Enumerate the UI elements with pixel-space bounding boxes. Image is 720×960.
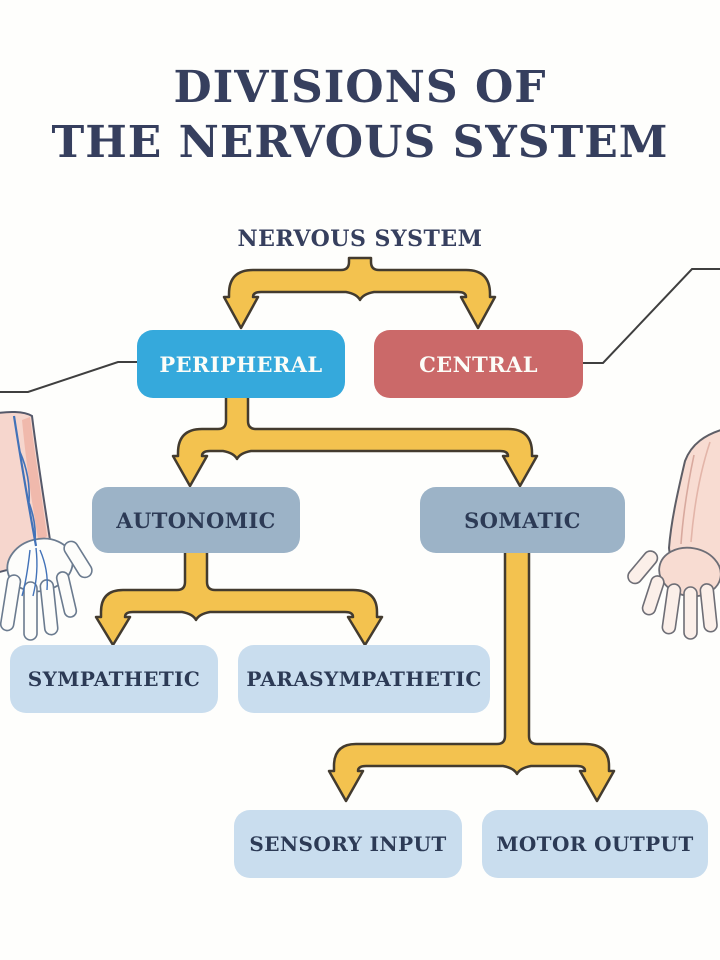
node-somatic-label: SOMATIC: [464, 507, 581, 533]
left-arm-illustration: [0, 410, 93, 641]
right-finger-shape: [641, 575, 665, 616]
left-finger-shape: [39, 579, 59, 636]
node-nervous-system: NERVOUS SYSTEM: [237, 226, 483, 252]
right-forearm-contour-line: [680, 454, 695, 545]
node-sympathetic: SYMPATHETIC: [10, 645, 218, 713]
node-peripheral: PERIPHERAL: [137, 330, 345, 398]
node-sensory-input-label: SENSORY INPUT: [249, 832, 447, 856]
node-sensory-input: SENSORY INPUT: [234, 810, 462, 878]
right-thumb-shape: [627, 550, 659, 585]
node-peripheral-label: PERIPHERAL: [159, 351, 323, 377]
branch-arrow-nervous-system: [222, 256, 497, 330]
left-finger-shape: [23, 581, 38, 641]
right-arm-illustration: [627, 429, 720, 640]
node-parasympathetic-label: PARASYMPATHETIC: [246, 667, 482, 691]
left-arm-nerve-lines: [12, 415, 48, 597]
page-title-line2: THE NERVOUS SYSTEM: [51, 117, 669, 168]
left-finger-shape: [55, 571, 78, 618]
node-somatic: SOMATIC: [420, 487, 625, 553]
node-autonomic-label: AUTONOMIC: [116, 507, 276, 533]
left-thumb-shape: [63, 540, 93, 579]
page-title-line1: DIVISIONS OF: [173, 62, 547, 113]
left-forearm-muscle-shape: [22, 417, 47, 544]
node-motor-output: MOTOR OUTPUT: [482, 810, 708, 878]
node-central: CENTRAL: [374, 330, 583, 398]
node-parasympathetic: PARASYMPATHETIC: [238, 645, 490, 713]
right-finger-shape: [699, 583, 718, 633]
node-sympathetic-label: SYMPATHETIC: [27, 667, 201, 691]
node-central-label: CENTRAL: [419, 351, 538, 377]
leader-line-central-to-right-body: [583, 268, 720, 364]
branch-arrow-autonomic: [94, 549, 384, 647]
node-autonomic: AUTONOMIC: [92, 487, 300, 553]
left-finger-shape: [0, 574, 22, 632]
right-finger-shape: [661, 583, 682, 635]
node-motor-output-label: MOTOR OUTPUT: [496, 832, 694, 856]
right-forearm-contour-line: [690, 441, 711, 543]
leader-line-peripheral-to-left-body: [0, 361, 137, 393]
branch-arrow-peripheral: [171, 394, 539, 488]
page-title: DIVISIONS OF THE NERVOUS SYSTEM: [0, 60, 720, 170]
branch-arrow-somatic: [327, 549, 616, 803]
right-finger-shape: [683, 586, 698, 640]
